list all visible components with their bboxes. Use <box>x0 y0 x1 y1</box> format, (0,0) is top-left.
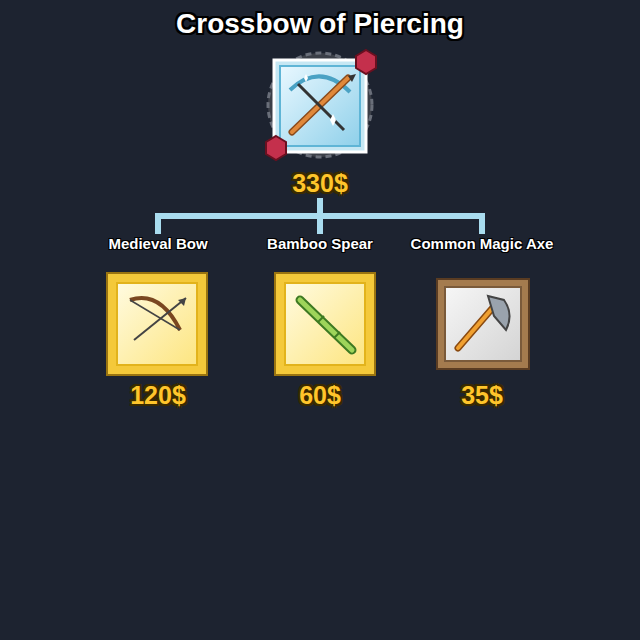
item-name: Medieval Bow <box>105 234 210 253</box>
recipe-connector <box>320 198 482 234</box>
item-name: Bamboo Spear <box>264 234 376 253</box>
item-price: 60$ <box>299 381 341 410</box>
item-price: 330$ <box>292 169 348 198</box>
bow-icon <box>107 273 207 375</box>
item-node: Bamboo Spear 60$ <box>240 234 400 410</box>
item-price: 35$ <box>461 381 503 410</box>
item-node: Common Magic Axe 35$ <box>402 234 562 410</box>
item-name: Common Magic Axe <box>408 234 557 253</box>
spear-icon <box>275 273 375 375</box>
crossbow-icon <box>266 50 376 160</box>
recipe-connector <box>158 198 320 234</box>
axe-icon <box>437 279 529 369</box>
item-price: 120$ <box>130 381 186 410</box>
item-node: Crossbow of Piercing 330$ <box>120 8 520 198</box>
item-node: Medieval Bow 120$ <box>78 234 238 410</box>
item-name: Crossbow of Piercing <box>176 8 464 40</box>
